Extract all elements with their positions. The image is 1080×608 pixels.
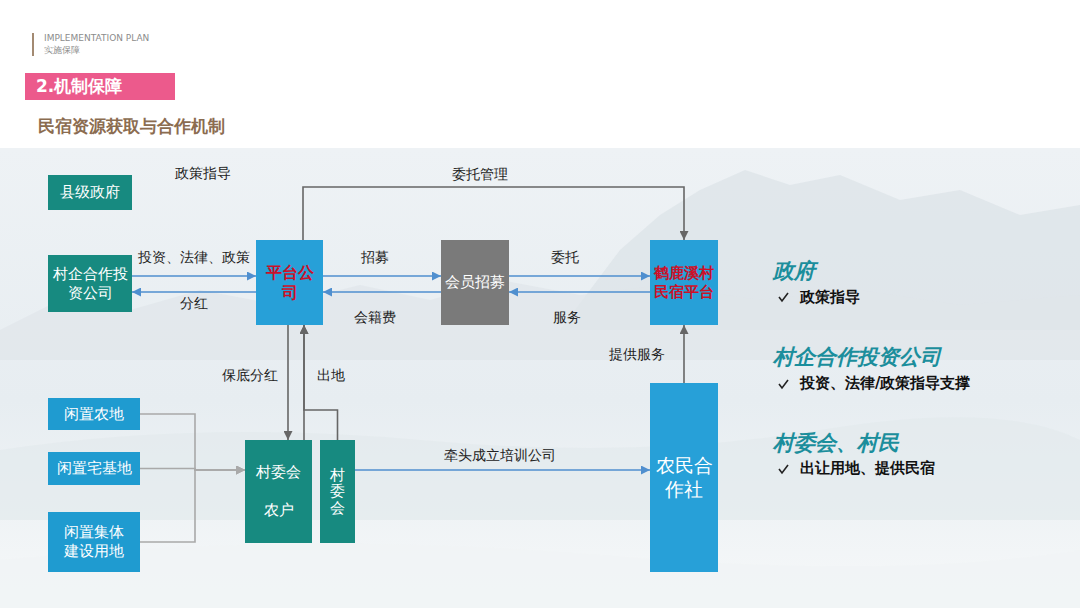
- flow-arrow: [140, 470, 245, 542]
- process-box: 闲置宅基地: [48, 452, 140, 485]
- box-text: 闲置农地: [64, 405, 124, 424]
- process-box: 县级政府: [48, 175, 132, 210]
- flow-arrow: [509, 291, 650, 293]
- edge-label: 保底分红: [222, 367, 278, 385]
- header-cn: 实施保障: [44, 45, 80, 56]
- edge-label: 委托: [551, 249, 579, 267]
- title-band: [25, 73, 175, 100]
- low-hill: [0, 417, 1080, 520]
- sky-band: [0, 148, 1080, 608]
- process-box: 闲置集体建设用地: [48, 512, 140, 572]
- box-text: 农户: [264, 501, 294, 520]
- flow-arrow: [509, 275, 650, 277]
- process-box: 会员招募: [441, 240, 509, 325]
- edge-label: 出地: [317, 367, 345, 385]
- edge-label: 委托管理: [452, 166, 508, 184]
- edge-label: 服务: [553, 309, 581, 327]
- header-en: IMPLEMENTATION PLAN: [44, 33, 149, 44]
- note-text: 政策指导: [175, 165, 231, 182]
- role-duty: 出让用地、提供民宿: [800, 459, 935, 477]
- flow-arrow: [323, 275, 441, 277]
- role-heading: 村企合作投资公司: [773, 345, 941, 370]
- process-box: 闲置农地: [48, 398, 140, 430]
- check-mark: [779, 465, 788, 473]
- box-text: 村委会: [256, 463, 301, 482]
- edge-label: 分红: [180, 295, 208, 313]
- section-title: 2.机制保障: [36, 76, 122, 97]
- role-duty: 投资、法律/政策指导支撑: [800, 374, 970, 392]
- flow-arrow: [287, 325, 289, 440]
- flow-arrow: [323, 291, 441, 293]
- flow-arrow: [132, 291, 256, 293]
- box-text: 县级政府: [60, 183, 120, 202]
- flow-arrow: [303, 187, 684, 240]
- subtitle: 民宿资源获取与合作机制: [38, 116, 225, 136]
- edge-label: 招募: [361, 249, 389, 267]
- flow-arrow: [355, 469, 650, 471]
- box-text: 闲置集体建设用地: [60, 523, 128, 561]
- edge-label: 会籍费: [354, 309, 396, 327]
- flow-arrow: [132, 275, 256, 277]
- process-box: 村委会农户: [245, 440, 312, 543]
- box-text: 闲置宅基地: [57, 459, 132, 478]
- box-text: 村委会: [330, 467, 345, 517]
- check-mark: [779, 293, 788, 301]
- edge-label: 提供服务: [609, 346, 665, 364]
- flow-arrow: [140, 414, 245, 470]
- header-bar: [32, 33, 34, 56]
- foreground-mist: [0, 544, 1080, 608]
- process-box: 村委会: [320, 440, 355, 543]
- process-box: 村企合作投资公司: [48, 255, 132, 312]
- process-box: 鹤鹿溪村民宿平台: [650, 240, 718, 325]
- process-box: 平台公司: [256, 240, 323, 325]
- check-mark: [779, 380, 788, 388]
- edge-label: 投资、法律、政策: [138, 249, 250, 267]
- box-text: 会员招募: [445, 273, 505, 292]
- edge-label: 牵头成立培训公司: [444, 447, 556, 465]
- box-text: 鹤鹿溪村民宿平台: [653, 264, 715, 302]
- box-text: 平台公司: [259, 263, 320, 303]
- flow-arrow: [683, 325, 685, 383]
- box-text: 村企合作投资公司: [51, 265, 129, 303]
- role-heading: 政府: [773, 259, 815, 284]
- role-duty: 政策指导: [800, 288, 860, 306]
- process-box: 农民合作社: [650, 383, 718, 572]
- box-text: 农民合作社: [653, 454, 715, 502]
- role-heading: 村委会、村民: [773, 431, 899, 456]
